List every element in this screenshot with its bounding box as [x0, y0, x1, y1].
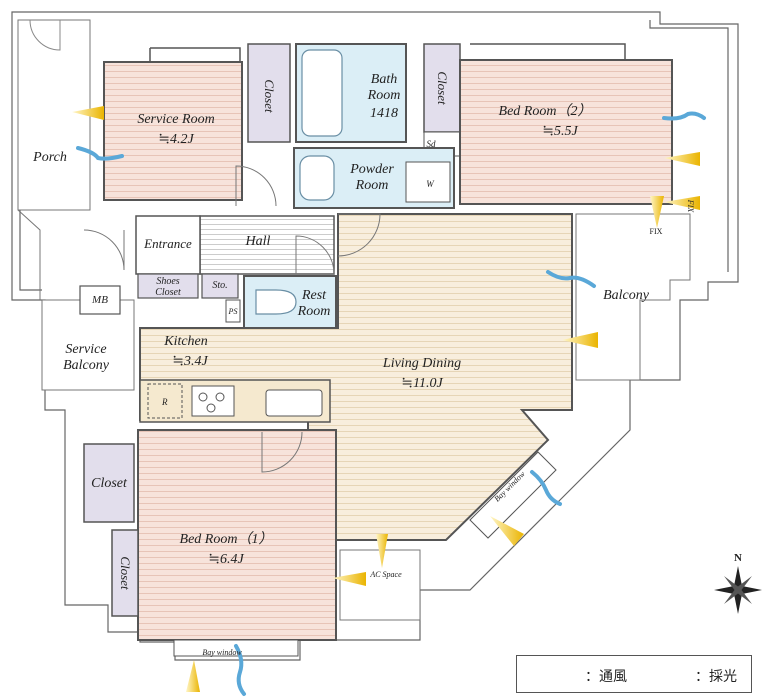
fix-label-2: FIX	[686, 199, 696, 213]
bed-room-1-closet-a	[83, 443, 135, 523]
legend-box: ：通風 ：採光	[516, 655, 752, 693]
washbasin	[299, 155, 335, 201]
fix-label-1: FIX	[649, 227, 663, 236]
bed-room-2-closet	[423, 43, 461, 133]
bed-room-1-closet-b-label: Closet	[118, 556, 133, 590]
hall-floor	[199, 215, 335, 275]
entrance-label: Entrance	[144, 236, 192, 251]
bed-room-2-name: Bed Room（2）	[498, 104, 592, 119]
hall-label: Hall	[245, 234, 271, 249]
balcony-label: Balcony	[603, 288, 649, 303]
bay-window-bedroom-label: Bay window	[202, 648, 242, 657]
washer-label: W	[426, 179, 434, 189]
fridge-space	[147, 383, 183, 419]
mb-box	[79, 285, 121, 315]
bath-room-name: Bath Room	[367, 72, 401, 103]
storage	[201, 273, 239, 299]
shoes-closet-label: Shoes Closet	[155, 276, 181, 298]
bed-room-1-size: ≒6.4J	[208, 552, 244, 567]
service-room-name: Service Room	[137, 112, 215, 127]
bed-room-1-closet-b	[111, 529, 139, 617]
ac-space-area	[339, 549, 421, 621]
service-room-closet	[247, 43, 291, 143]
bed-room-1-closet-a-label: Closet	[91, 476, 127, 491]
bed-room-2-size: ≒5.5J	[542, 124, 578, 139]
legend-ventilation-text: ：通風	[585, 669, 627, 685]
sd-label: Sd	[426, 139, 436, 149]
storage-label: Sto.	[212, 280, 228, 291]
bed-room-2-closet-label: Closet	[435, 71, 450, 105]
rest-room-name: Rest Room	[297, 288, 331, 319]
compass-icon	[714, 566, 762, 614]
bath-room-code: 1418	[370, 106, 398, 121]
ventilation-arrows	[76, 111, 706, 696]
porch-area	[17, 19, 91, 300]
compass-north-label: N	[734, 552, 742, 564]
ac-space-label: AC Space	[370, 570, 402, 579]
washer-space	[405, 161, 451, 203]
door-swings	[83, 165, 381, 473]
porch-label: Porch	[33, 150, 67, 165]
balcony-area	[575, 213, 691, 381]
bed-room-2-floor	[459, 59, 673, 205]
kitchen-size: ≒3.4J	[172, 354, 208, 369]
sink	[265, 389, 323, 417]
living-dining-size: ≒11.0J	[401, 376, 443, 391]
ps-box	[225, 299, 241, 323]
legend-daylight-text: ：採光	[695, 669, 737, 685]
service-room-closet-label: Closet	[262, 79, 277, 113]
stove	[191, 385, 235, 417]
mb-label: MB	[92, 294, 108, 306]
daylight-arrows	[72, 106, 700, 692]
ps-label: PS	[228, 307, 238, 316]
service-room-floor	[103, 61, 243, 201]
service-room-size: ≒4.2J	[158, 132, 194, 147]
toilet	[255, 289, 297, 315]
entrance-floor	[135, 215, 201, 275]
fridge-label: R	[162, 397, 168, 407]
powder-room-name: Powder Room	[350, 162, 394, 193]
bathtub	[301, 49, 343, 137]
bed-room-1-name: Bed Room（1）	[179, 532, 273, 547]
shoes-closet	[137, 273, 199, 299]
kitchen-name: Kitchen	[164, 334, 208, 349]
living-dining-name: Living Dining	[382, 356, 462, 371]
service-balcony-label: Service Balcony	[63, 342, 109, 373]
service-balcony-area	[41, 299, 135, 391]
